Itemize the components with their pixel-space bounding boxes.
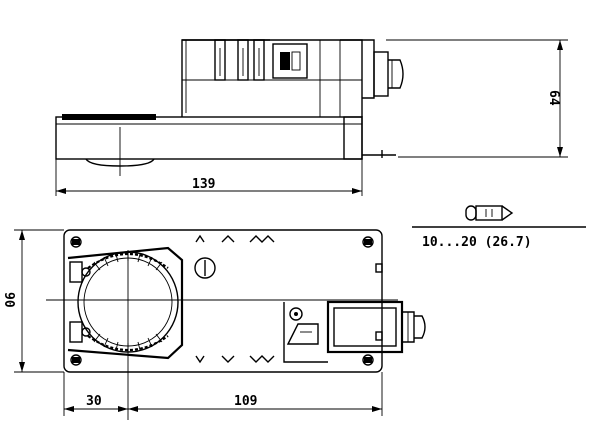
side-base-plate — [55, 116, 363, 160]
dim-30-label: 30 — [86, 394, 102, 409]
dim-139: 139 — [55, 159, 363, 196]
side-cable-gland — [373, 51, 389, 97]
cable-gland-icon — [465, 205, 514, 221]
dim-90-label: 90 — [1, 292, 16, 308]
dim-64: 64 — [386, 39, 568, 158]
dim-109-label: 109 — [234, 394, 257, 409]
top-override-screw — [194, 257, 216, 279]
side-base-strip — [62, 114, 156, 120]
side-housing — [181, 39, 363, 117]
dim-30-109: 30 109 — [63, 372, 383, 416]
side-switch-box — [272, 43, 308, 79]
dim-64-label: 64 — [546, 90, 561, 106]
side-right-support — [343, 116, 363, 160]
dim-90: 90 — [1, 230, 25, 372]
top-clamp-frame — [67, 246, 184, 360]
cable-gland-spec: 10...20 (26.7) — [412, 205, 586, 250]
side-view — [55, 39, 404, 176]
dim-139-label: 139 — [192, 177, 215, 192]
top-view — [14, 229, 426, 420]
top-lower-module — [283, 302, 328, 363]
cable-diameter-range: 10...20 (26.7) — [422, 235, 532, 250]
top-cable-gland — [326, 300, 404, 354]
